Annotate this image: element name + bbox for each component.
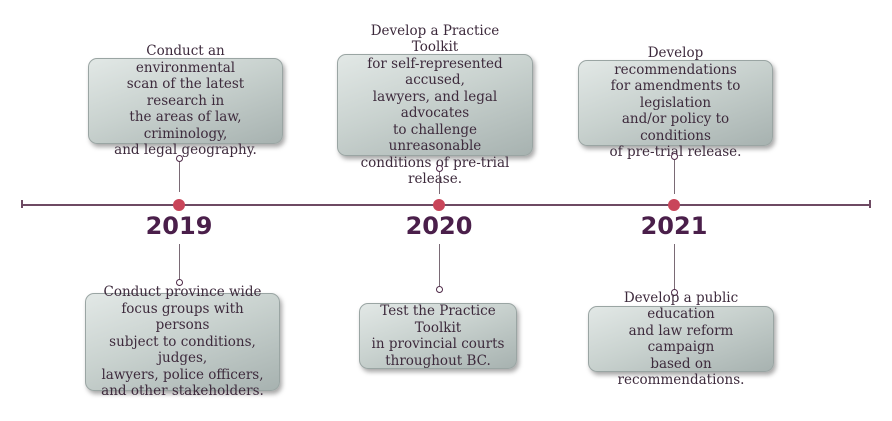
connector-ring-2019-bottom: [176, 279, 183, 286]
connector-2021-bottom: [674, 244, 675, 290]
connector-2020-bottom: [439, 244, 440, 286]
connector-ring-2019-top: [176, 155, 183, 162]
task-card-2020-bottom: Test the Practice Toolkit in provincial …: [359, 303, 517, 369]
connector-2019-top: [179, 162, 180, 192]
milestone-dot-2021: [668, 199, 680, 211]
task-card-2019-bottom: Conduct province wide focus groups with …: [85, 284, 280, 399]
timeline-end-cap: [869, 200, 871, 208]
connector-ring-2021-bottom: [671, 289, 678, 296]
connector-ring-2021-top: [671, 153, 678, 160]
connector-2020-top: [439, 172, 440, 194]
year-label-2019: 2019: [145, 212, 213, 240]
connector-ring-2020-bottom: [436, 286, 443, 293]
task-card-2021-bottom: Develop a public education and law refor…: [588, 290, 774, 388]
timeline-line: [22, 204, 870, 206]
task-card-2021-top: Develop recommendations for amendments t…: [578, 45, 773, 160]
milestone-dot-2019: [173, 199, 185, 211]
connector-ring-2020-top: [436, 165, 443, 172]
connector-2019-bottom: [179, 244, 180, 279]
timeline-start-cap: [21, 200, 23, 208]
task-card-2019-top: Conduct an environmental scan of the lat…: [88, 43, 283, 158]
year-label-2020: 2020: [405, 212, 473, 240]
year-label-2021: 2021: [640, 212, 708, 240]
milestone-dot-2020: [433, 199, 445, 211]
task-card-2020-top: Develop a Practice Toolkit for self-repr…: [337, 23, 533, 187]
connector-2021-top: [674, 160, 675, 194]
